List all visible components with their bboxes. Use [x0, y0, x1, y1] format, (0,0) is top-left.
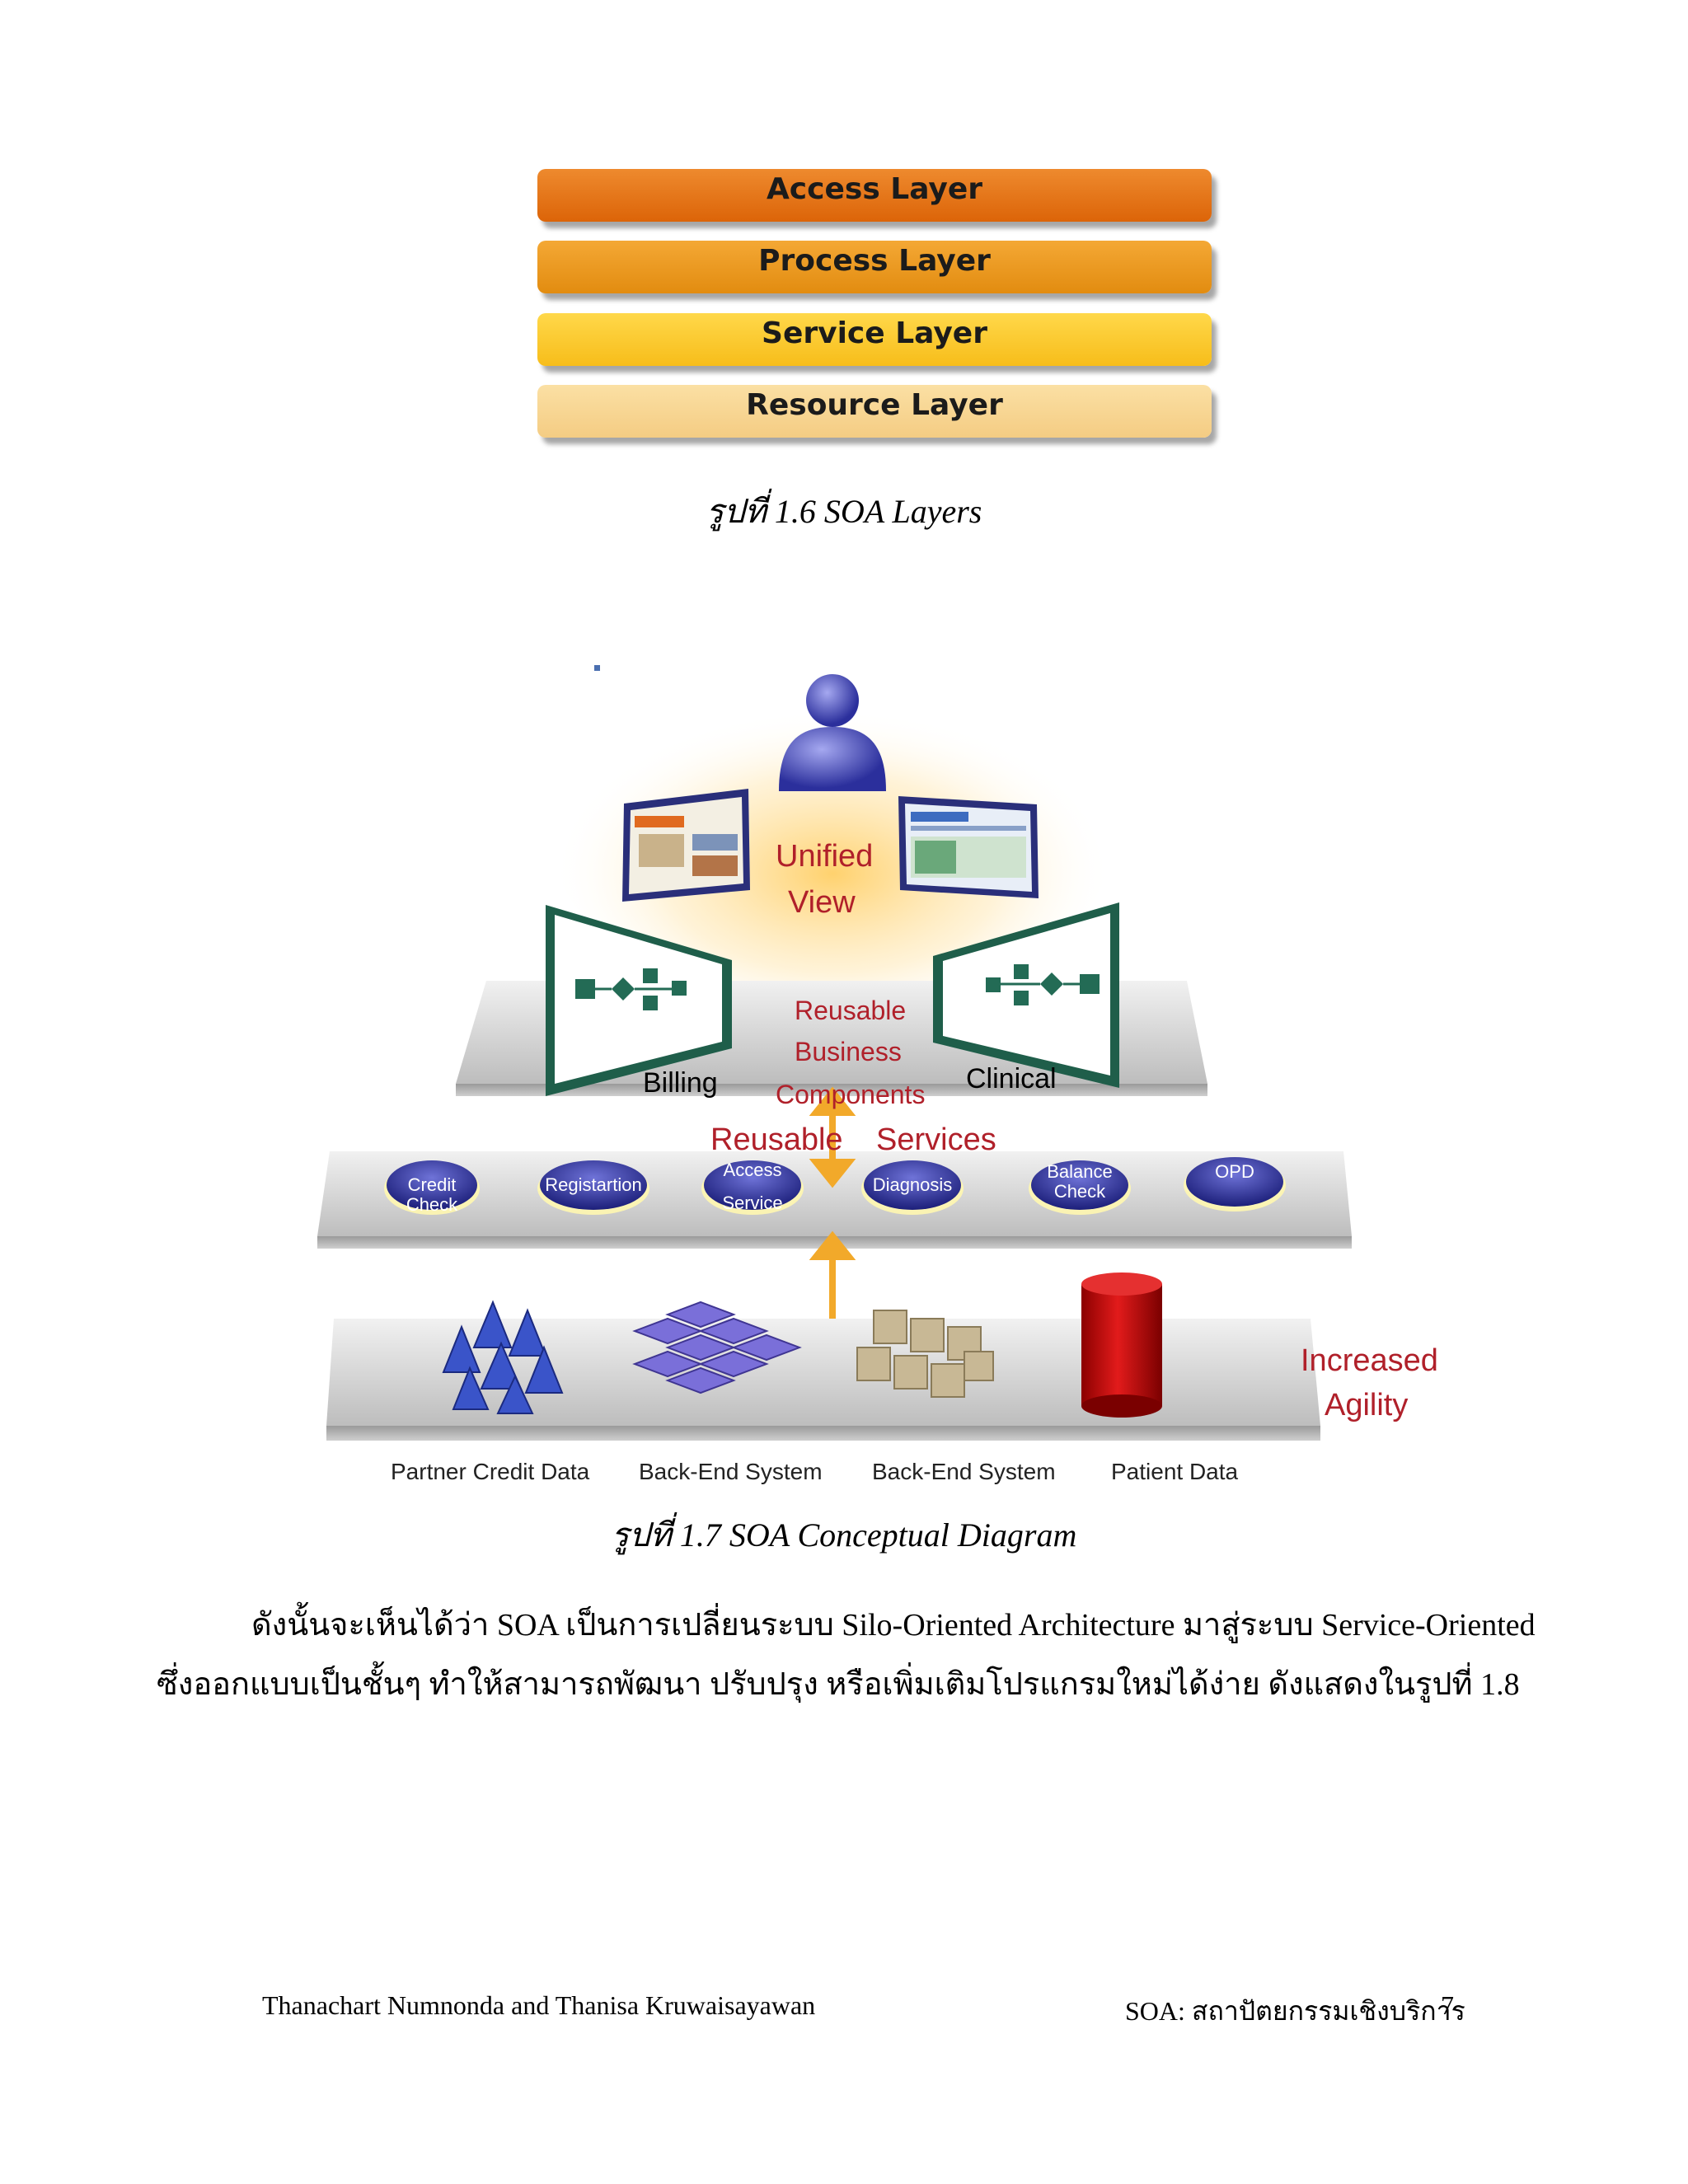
unified-label-1: Unified [776, 839, 874, 874]
resource-patient-data: Patient Data [1111, 1459, 1239, 1484]
components-label-1: Reusable [795, 996, 907, 1025]
database-icon [1081, 1272, 1162, 1418]
service-line-1: Access [723, 1160, 782, 1180]
service-line-1: Credit [407, 1174, 457, 1195]
blocks-icon [632, 1301, 802, 1394]
footer-authors: Thanachart Numnonda and Thanisa Kruwaisa… [262, 1990, 816, 2020]
user-icon [779, 674, 886, 791]
access-layer: Access Layer [537, 169, 1212, 222]
billing-process-panel [546, 905, 732, 1096]
right-monitor-icon [898, 796, 1039, 898]
service-access: Access Service [707, 1160, 798, 1213]
body-line-2: ซึ่งออกแบบเป็นชั้นๆ ทำให้สามารถพัฒนา ปรั… [157, 1667, 1520, 1702]
puzzle-blocks-icon [856, 1310, 994, 1398]
components-label-2: Business [795, 1037, 902, 1066]
resource-partner-credit-data: Partner Credit Data [391, 1459, 590, 1484]
left-monitor-icon [622, 789, 750, 902]
resource-layer: Resource Layer [537, 385, 1212, 438]
pyramids-icon [442, 1300, 564, 1414]
process-layer: Process Layer [537, 241, 1212, 293]
clinical-label: Clinical [966, 1063, 1057, 1094]
service-line-1: Balance [1047, 1161, 1113, 1182]
service-line-1: Diagnosis [872, 1174, 953, 1195]
figure-1-6-caption: รูปที่ 1.6 SOA Layers [706, 493, 982, 530]
unified-label-2: View [788, 885, 856, 920]
soa-conceptual-diagram: Unified View Reusable Business Component… [305, 651, 1438, 1504]
footer-title: SOA: สถาปัตยกรรมเชิงบริการ [1125, 1996, 1465, 2026]
service-registration: Registartion [540, 1175, 647, 1195]
reusable-label: Reusable [710, 1122, 843, 1157]
page-number: 7 [1441, 1990, 1454, 2020]
double-arrow-icon [809, 1086, 856, 1188]
service-pills [384, 1157, 1286, 1215]
service-line-2: Service [722, 1193, 783, 1213]
resource-backend-system-2: Back-End System [872, 1459, 1056, 1484]
billing-label: Billing [643, 1067, 718, 1099]
service-diagnosis: Diagnosis [864, 1175, 961, 1195]
increased-label: Increased [1301, 1343, 1438, 1378]
service-line-2: Check [1053, 1181, 1106, 1202]
figure-1-7-caption: รูปที่ 1.7 SOA Conceptual Diagram [611, 1516, 1077, 1554]
body-line-1: ดังนั้นจะเห็นได้ว่า SOA เป็นการเปลี่ยนระ… [251, 1608, 1536, 1643]
service-credit-check: Credit Check [387, 1175, 477, 1215]
diagram-graphics [317, 665, 1352, 1441]
clinical-process-panel [933, 902, 1119, 1088]
components-label-3: Components [776, 1080, 926, 1109]
service-balance-check: Balance Check [1034, 1162, 1125, 1202]
service-layer: Service Layer [537, 313, 1212, 366]
service-opd: OPD [1189, 1162, 1280, 1182]
services-label: Services [876, 1122, 996, 1157]
agility-label: Agility [1325, 1388, 1409, 1422]
service-line-2: Check [406, 1194, 458, 1215]
resource-backend-system-1: Back-End System [639, 1459, 823, 1484]
service-line-1: Registartion [545, 1174, 642, 1195]
service-line-1: OPD [1215, 1161, 1254, 1182]
